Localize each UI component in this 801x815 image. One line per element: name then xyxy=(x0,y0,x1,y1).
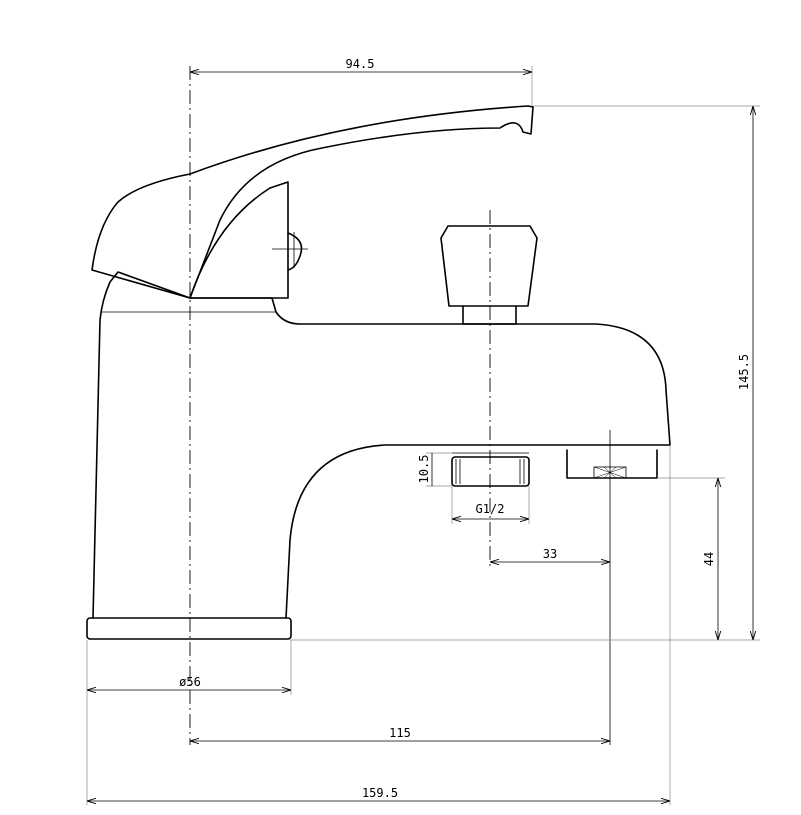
dim-spout-height: 44 xyxy=(702,552,716,566)
dim-overall-length: 159.5 xyxy=(362,786,398,800)
dimension-lines xyxy=(87,72,753,801)
dim-thread: G1/2 xyxy=(476,502,505,516)
dim-total-height: 145.5 xyxy=(737,354,751,390)
dim-base-diameter: ø56 xyxy=(179,675,201,689)
lever-inner xyxy=(189,181,289,299)
dim-spout-projection: 115 xyxy=(389,726,411,740)
diverter-stem xyxy=(462,305,517,325)
shower-connector xyxy=(451,452,530,487)
diverter-knob xyxy=(440,225,538,307)
dim-connection-length: 10.5 xyxy=(417,455,431,484)
extension-lines xyxy=(86,66,760,805)
spout-outlet xyxy=(566,449,658,479)
center-lines xyxy=(189,66,611,745)
dim-handle-reach: 94.5 xyxy=(346,57,375,71)
main-body xyxy=(92,271,671,619)
pivot-screw xyxy=(287,232,303,271)
lever-handle xyxy=(91,105,534,299)
dimension-labels: 94.5 145.5 10.5 G1/2 33 44 ø56 115 159.5 xyxy=(179,57,751,800)
base-plate xyxy=(86,617,292,640)
faucet-body xyxy=(86,105,671,640)
dim-connector-offset: 33 xyxy=(543,547,557,561)
